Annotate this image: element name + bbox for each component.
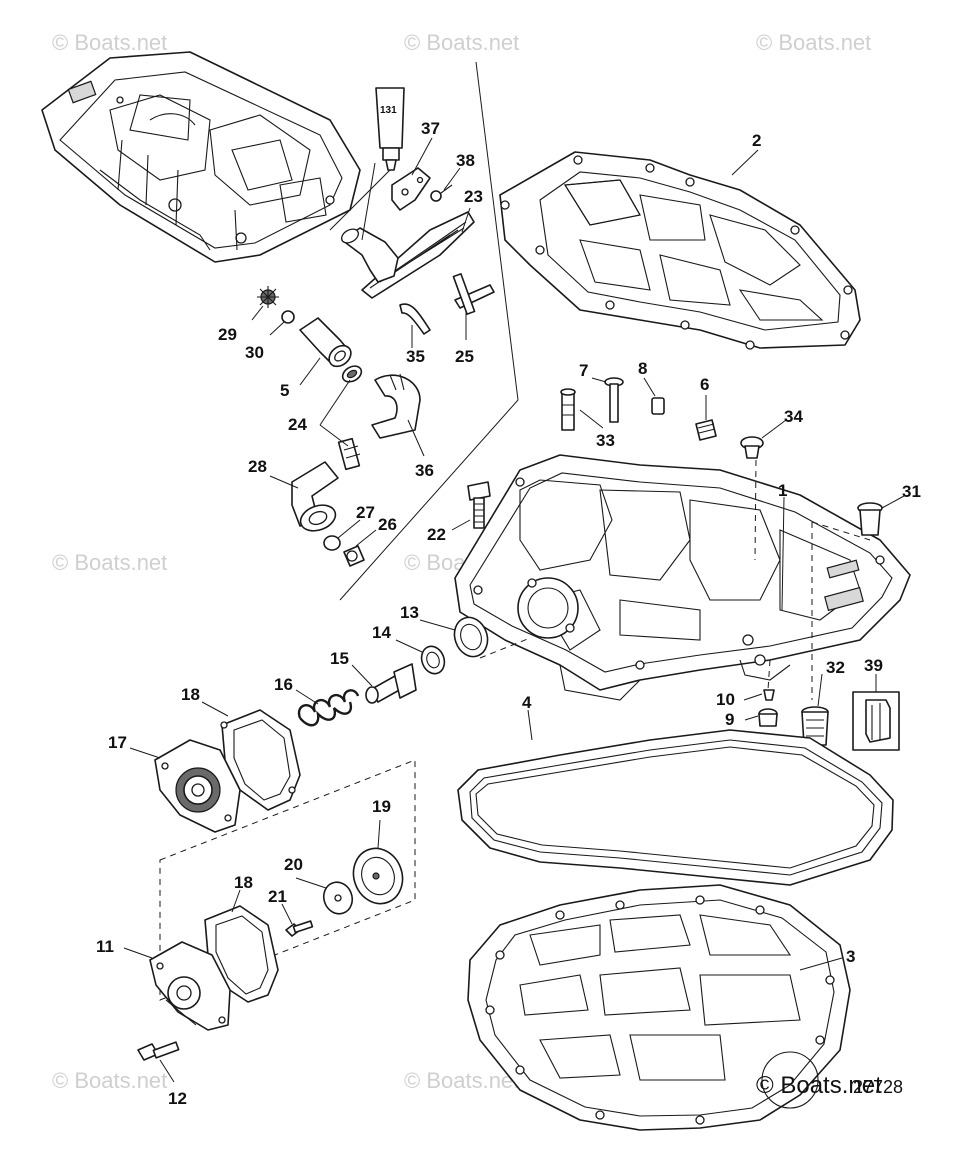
retaining-clip [391, 167, 431, 211]
washer-10 [763, 689, 775, 701]
callout-22: 22 [427, 525, 446, 544]
callout-23: 23 [464, 187, 483, 206]
seal-13 [453, 616, 489, 658]
hose-36 [371, 373, 421, 439]
tube-label: 131 [380, 105, 397, 116]
cover-11 [149, 941, 231, 1031]
gasket-lower [467, 884, 851, 1131]
callout-5: 5 [280, 381, 289, 400]
cap-26 [343, 545, 365, 567]
callout-28: 28 [248, 457, 267, 476]
sleeve-31 [857, 502, 883, 536]
hose-clamp-24-lower [337, 437, 361, 471]
pin-7 [604, 377, 624, 423]
ring-14 [420, 645, 446, 675]
callout-20: 20 [284, 855, 303, 874]
sleeve-8 [651, 397, 665, 415]
disc-20 [322, 881, 354, 915]
gasket-upper [499, 151, 861, 350]
spring-16 [297, 689, 360, 727]
callout-31: 31 [902, 482, 921, 501]
watermark: © Boats.net [404, 1068, 519, 1093]
callout-34: 34 [784, 407, 803, 426]
callout-8: 8 [638, 359, 647, 378]
callout-4: 4 [522, 693, 532, 712]
o-ring-30 [281, 310, 295, 324]
callout-24: 24 [288, 415, 307, 434]
callout-30: 30 [245, 343, 264, 362]
callout-labels: 1 2 3 4 5 6 7 8 9 10 11 12 13 14 15 16 1… [96, 119, 921, 1108]
copyright-text: © Boats.net [756, 1072, 882, 1099]
dashed-leader-13 [479, 637, 531, 659]
callout-16: 16 [274, 675, 293, 694]
callout-18-lower: 18 [234, 873, 253, 892]
callout-38: 38 [456, 151, 475, 170]
watermark: © Boats.net [404, 30, 519, 55]
callout-18-upper: 18 [181, 685, 200, 704]
hose-clamp-24-upper [341, 365, 363, 383]
section-divider-line [339, 61, 519, 601]
callout-11: 11 [96, 937, 114, 956]
callout-10: 10 [716, 690, 735, 709]
elbow-fitting [340, 227, 399, 283]
watermark: © Boats.net [52, 1068, 167, 1093]
callout-36: 36 [415, 461, 434, 480]
callout-6: 6 [700, 375, 709, 394]
callout-33: 33 [596, 431, 615, 450]
watermark: © Boats.net [756, 30, 871, 55]
callout-1: 1 [778, 481, 787, 500]
sealant-tube: 131 [375, 87, 405, 171]
callout-17: 17 [108, 733, 127, 752]
callout-35: 35 [406, 347, 425, 366]
bolt-22 [467, 481, 491, 529]
fitting-33 [560, 388, 576, 431]
fitting-5 [299, 317, 352, 368]
plug-6 [695, 419, 717, 441]
callout-15: 15 [330, 649, 349, 668]
diaphragm-19 [352, 847, 404, 905]
nut-39-box [852, 691, 900, 751]
sleeve-32 [801, 706, 829, 746]
impeller-29 [257, 286, 279, 308]
cover-17 [154, 739, 241, 833]
hose-small [399, 303, 431, 335]
callout-21: 21 [268, 887, 287, 906]
bolt-12 [137, 1041, 180, 1061]
callout-29: 29 [218, 325, 237, 344]
callout-12: 12 [168, 1089, 187, 1108]
callout-2: 2 [752, 131, 761, 150]
callout-13: 13 [400, 603, 419, 622]
screw-small [430, 184, 453, 202]
callout-3: 3 [846, 947, 855, 966]
fitting-25 [452, 273, 495, 315]
plug-34 [740, 436, 764, 459]
callout-7: 7 [579, 361, 588, 380]
main-housing-1 [454, 454, 911, 701]
valve-15 [365, 663, 417, 704]
screw-21 [285, 920, 314, 937]
grommet-9 [758, 708, 778, 727]
watermark: © Boats.net [52, 550, 167, 575]
leader-lines [123, 137, 905, 1083]
callout-39: 39 [864, 656, 883, 675]
seal-4 [457, 729, 894, 886]
watermark: © Boats.net [52, 30, 167, 55]
callout-37: 37 [421, 119, 440, 138]
elbow-28 [291, 461, 339, 532]
callout-32: 32 [826, 658, 845, 677]
drawing-number: 27728 [853, 1077, 903, 1097]
callout-9: 9 [725, 710, 734, 729]
callout-25: 25 [455, 347, 474, 366]
adaptor-plate-reference [41, 51, 361, 263]
callout-27: 27 [356, 503, 375, 522]
callout-19: 19 [372, 797, 391, 816]
callout-14: 14 [372, 623, 391, 642]
callout-26: 26 [378, 515, 397, 534]
o-ring-27 [323, 535, 341, 551]
